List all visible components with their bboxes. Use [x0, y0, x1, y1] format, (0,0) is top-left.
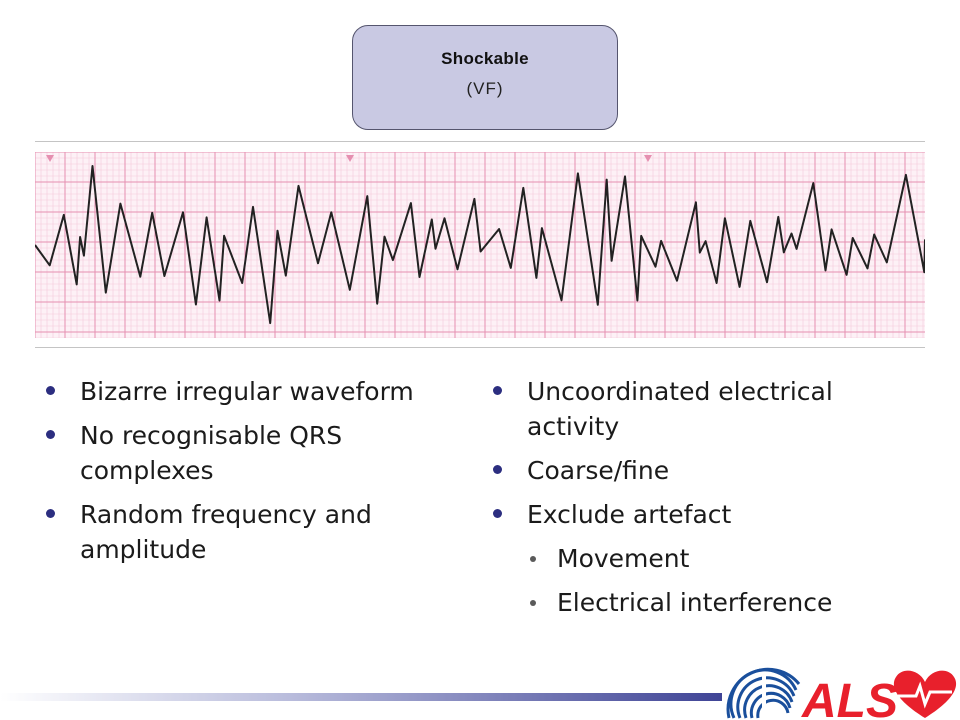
list-item: Uncoordinated electrical activity — [485, 374, 925, 444]
heart-icon — [893, 670, 957, 718]
list-item: Exclude artefact — [485, 497, 925, 532]
left-bullet-list: Bizarre irregular waveform No recognisab… — [38, 374, 458, 576]
list-item: No recognisable QRS complexes — [38, 418, 458, 488]
ecg-marker — [346, 155, 354, 162]
rhythm-title: Shockable — [441, 49, 529, 68]
rhythm-title-box: Shockable (VF) — [352, 25, 618, 130]
ecg-marker — [644, 155, 652, 162]
ecg-strip — [35, 152, 925, 338]
list-item: Bizarre irregular waveform — [38, 374, 458, 409]
ecg-trace — [35, 165, 925, 325]
sub-list-item: Electrical interference — [485, 585, 925, 620]
globe-icon — [726, 667, 801, 719]
sub-list-item: Movement — [485, 541, 925, 576]
list-item: Coarse/fine — [485, 453, 925, 488]
ecg-marker — [46, 155, 54, 162]
list-item: Random frequency and amplitude — [38, 497, 458, 567]
right-bullet-list: Uncoordinated electrical activity Coarse… — [485, 374, 925, 629]
als-logo: ALS — [726, 667, 957, 720]
ecg-strip-bottom-rule — [35, 347, 925, 348]
rhythm-subtitle: (VF) — [466, 79, 504, 98]
logo-text: ALS — [801, 675, 898, 720]
footer-gradient-bar — [0, 693, 722, 701]
ecg-strip-top-rule — [35, 141, 925, 142]
